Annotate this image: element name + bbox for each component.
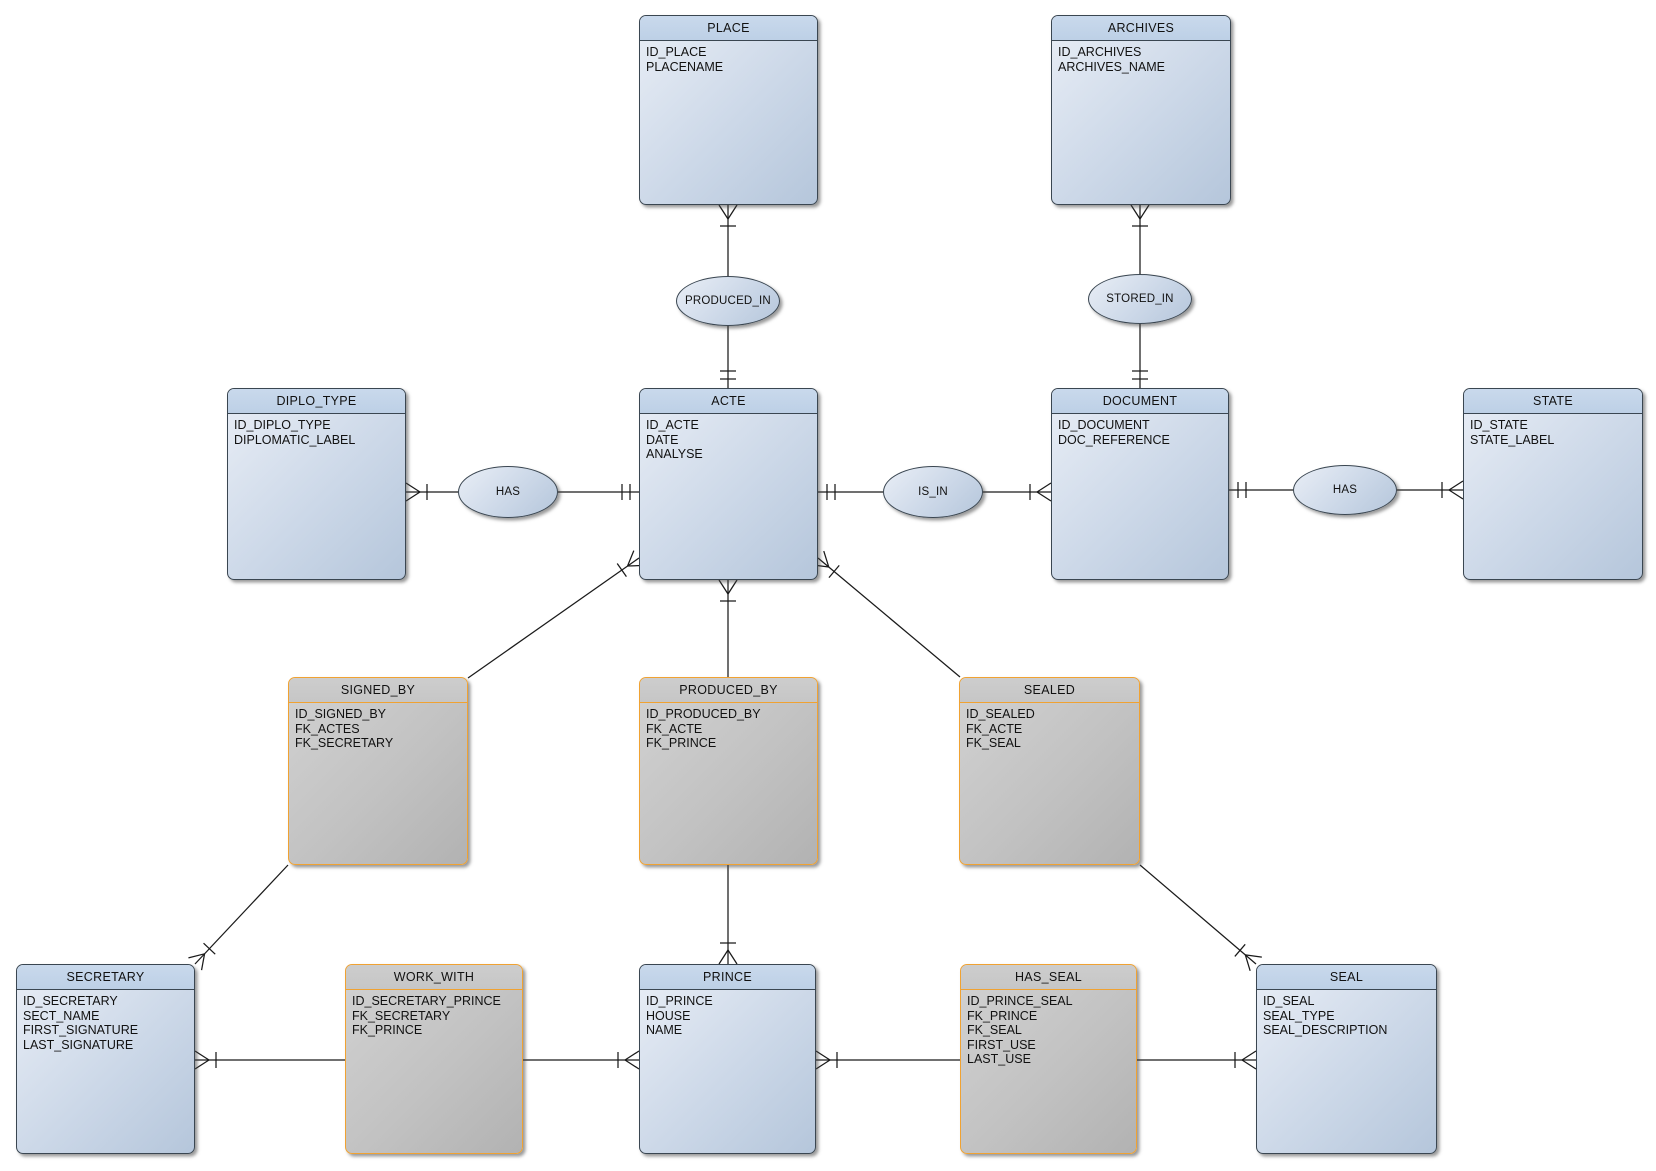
entity-title: ACTE — [640, 389, 817, 414]
attribute-list: ID_STATE STATE_LABEL — [1464, 414, 1642, 451]
junction-signed-by[interactable]: SIGNED_BY ID_SIGNED_BY FK_ACTES FK_SECRE… — [288, 677, 468, 865]
attribute-row: ID_DOCUMENT — [1058, 418, 1150, 432]
attribute-list: ID_SEAL SEAL_TYPE SEAL_DESCRIPTION — [1257, 990, 1436, 1042]
entity-acte[interactable]: ACTE ID_ACTE DATE ANALYSE — [639, 388, 818, 580]
attribute-row: ID_SIGNED_BY — [295, 707, 387, 721]
attribute-list: ID_DOCUMENT DOC_REFERENCE — [1052, 414, 1228, 451]
attribute-row: SECT_NAME — [23, 1008, 100, 1023]
attribute-row: ID_PRODUCED_BY — [646, 707, 761, 721]
attribute-row: FK_SECRETARY — [352, 1008, 451, 1023]
junction-has-seal[interactable]: HAS_SEAL ID_PRINCE_SEAL FK_PRINCE FK_SEA… — [960, 964, 1137, 1154]
attribute-row: LAST_USE — [967, 1052, 1031, 1066]
attribute-row: ANALYSE — [646, 447, 703, 461]
attribute-row: DOC_REFERENCE — [1058, 432, 1170, 447]
attribute-list: ID_ACTE DATE ANALYSE — [640, 414, 817, 466]
attribute-list: ID_SECRETARY SECT_NAME FIRST_SIGNATURE L… — [17, 990, 194, 1056]
attribute-row: ID_STATE — [1470, 418, 1528, 432]
junction-title: SIGNED_BY — [289, 678, 467, 703]
junction-work-with[interactable]: WORK_WITH ID_SECRETARY_PRINCE FK_SECRETA… — [345, 964, 523, 1154]
junction-sealed[interactable]: SEALED ID_SEALED FK_ACTE FK_SEAL — [959, 677, 1140, 865]
attribute-row: ID_PLACE — [646, 45, 707, 59]
relationship-has-state[interactable]: HAS — [1293, 465, 1397, 515]
attribute-row: FK_PRINCE — [352, 1023, 423, 1037]
entity-title: PLACE — [640, 16, 817, 41]
relationship-has-diplo[interactable]: HAS — [458, 466, 558, 518]
relationship-label: HAS — [1332, 484, 1358, 496]
attribute-row: DIPLOMATIC_LABEL — [234, 432, 356, 447]
attribute-row: SEAL_DESCRIPTION — [1263, 1023, 1388, 1037]
junction-title: PRODUCED_BY — [640, 678, 817, 703]
attribute-list: ID_DIPLO_TYPE DIPLOMATIC_LABEL — [228, 414, 405, 451]
entity-title: SEAL — [1257, 965, 1436, 990]
attribute-row: ID_SEALED — [966, 707, 1035, 721]
relationship-is-in[interactable]: IS_IN — [883, 466, 983, 518]
attribute-row: ID_SECRETARY_PRINCE — [352, 994, 501, 1008]
attribute-row: ID_PRINCE_SEAL — [967, 994, 1073, 1008]
attribute-row: HOUSE — [646, 1008, 691, 1023]
attribute-list: ID_PRINCE_SEAL FK_PRINCE FK_SEAL FIRST_U… — [961, 990, 1136, 1071]
attribute-row: ARCHIVES_NAME — [1058, 59, 1165, 74]
attribute-list: ID_SIGNED_BY FK_ACTES FK_SECRETARY — [289, 703, 467, 755]
relationship-produced-in[interactable]: PRODUCED_IN — [676, 276, 780, 326]
attribute-row: FK_PRINCE — [646, 736, 717, 750]
attribute-row: STATE_LABEL — [1470, 432, 1555, 447]
entity-state[interactable]: STATE ID_STATE STATE_LABEL — [1463, 388, 1643, 580]
attribute-row: LAST_SIGNATURE — [23, 1037, 134, 1052]
attribute-row: ID_ARCHIVES — [1058, 45, 1142, 59]
attribute-row: FK_SEAL — [967, 1023, 1022, 1037]
junction-produced-by[interactable]: PRODUCED_BY ID_PRODUCED_BY FK_ACTE FK_PR… — [639, 677, 818, 865]
attribute-row: FK_SECRETARY — [295, 736, 394, 750]
attribute-row: FIRST_USE — [967, 1037, 1036, 1052]
attribute-list: ID_SEALED FK_ACTE FK_SEAL — [960, 703, 1139, 755]
relationship-label: STORED_IN — [1106, 293, 1174, 305]
relationship-label: HAS — [495, 486, 521, 498]
attribute-row: FK_SEAL — [966, 736, 1021, 750]
entity-document[interactable]: DOCUMENT ID_DOCUMENT DOC_REFERENCE — [1051, 388, 1229, 580]
attribute-row: ID_ACTE — [646, 418, 699, 432]
relationship-label: PRODUCED_IN — [685, 295, 771, 307]
attribute-row: NAME — [646, 1023, 683, 1037]
entity-title: DOCUMENT — [1052, 389, 1228, 414]
attribute-list: ID_ARCHIVES ARCHIVES_NAME — [1052, 41, 1230, 78]
entity-prince[interactable]: PRINCE ID_PRINCE HOUSE NAME — [639, 964, 816, 1154]
entity-diplo-type[interactable]: DIPLO_TYPE ID_DIPLO_TYPE DIPLOMATIC_LABE… — [227, 388, 406, 580]
attribute-row: FIRST_SIGNATURE — [23, 1023, 139, 1037]
attribute-row: ID_SECRETARY — [23, 994, 118, 1008]
attribute-row: PLACENAME — [646, 59, 724, 74]
entity-title: DIPLO_TYPE — [228, 389, 405, 414]
entity-title: SECRETARY — [17, 965, 194, 990]
entity-seal[interactable]: SEAL ID_SEAL SEAL_TYPE SEAL_DESCRIPTION — [1256, 964, 1437, 1154]
entity-place[interactable]: PLACE ID_PLACE PLACENAME — [639, 15, 818, 205]
entity-archives[interactable]: ARCHIVES ID_ARCHIVES ARCHIVES_NAME — [1051, 15, 1231, 205]
attribute-list: ID_PRINCE HOUSE NAME — [640, 990, 815, 1042]
attribute-row: ID_PRINCE — [646, 994, 713, 1008]
junction-title: WORK_WITH — [346, 965, 522, 990]
attribute-row: FK_ACTE — [966, 721, 1023, 736]
attribute-row: SEAL_TYPE — [1263, 1008, 1335, 1023]
attribute-row: FK_ACTE — [646, 721, 703, 736]
attribute-row: FK_PRINCE — [967, 1008, 1038, 1023]
entity-secretary[interactable]: SECRETARY ID_SECRETARY SECT_NAME FIRST_S… — [16, 964, 195, 1154]
entity-title: PRINCE — [640, 965, 815, 990]
attribute-list: ID_PRODUCED_BY FK_ACTE FK_PRINCE — [640, 703, 817, 755]
junction-title: HAS_SEAL — [961, 965, 1136, 990]
attribute-list: ID_PLACE PLACENAME — [640, 41, 817, 78]
attribute-row: ID_DIPLO_TYPE — [234, 418, 331, 432]
entity-title: STATE — [1464, 389, 1642, 414]
entity-title: ARCHIVES — [1052, 16, 1230, 41]
attribute-list: ID_SECRETARY_PRINCE FK_SECRETARY FK_PRIN… — [346, 990, 522, 1042]
relationship-label: IS_IN — [918, 486, 948, 498]
attribute-row: DATE — [646, 432, 679, 447]
attribute-row: ID_SEAL — [1263, 994, 1315, 1008]
attribute-row: FK_ACTES — [295, 721, 360, 736]
relationship-stored-in[interactable]: STORED_IN — [1088, 274, 1192, 324]
junction-title: SEALED — [960, 678, 1139, 703]
